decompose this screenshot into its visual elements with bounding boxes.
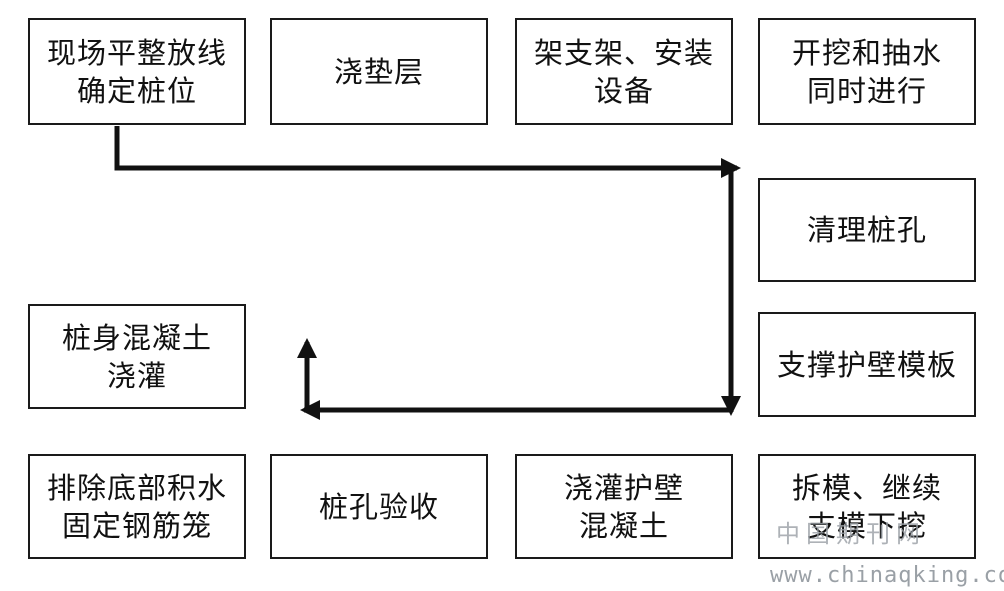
step-pour-pile-concrete-line-1: 桩身混凝土 [61,320,212,355]
step-site-leveling-line-2: 确定桩位 [76,73,197,108]
step-drain-fix-cage-line-2: 固定钢筋笼 [61,508,212,543]
step-clean-pile-hole-box: 清理桩孔 [758,178,976,282]
step-remove-formwork-box: 拆模、继续 支模下挖 [758,454,976,559]
watermark-chinese: 中国期刊网 [776,520,926,548]
watermark-url: www.chinaqking.com [770,563,1004,588]
step-remove-formwork-line-2: 支模下挖 [806,508,927,543]
arrow-s1-to-right [114,126,741,178]
step-install-equipment-line-2: 设备 [593,73,654,108]
step-remove-formwork-line-1: 拆模、继续 [791,470,942,505]
step-pour-wall-concrete-box: 浇灌护壁 混凝土 [515,454,733,559]
step-site-leveling-box: 现场平整放线 确定桩位 [28,18,246,125]
step-site-leveling-line-1: 现场平整放线 [46,35,227,70]
step-hole-inspection-box: 桩孔验收 [270,454,488,559]
step-drain-fix-cage-box: 排除底部积水 固定钢筋笼 [28,454,246,559]
step-pour-wall-concrete-line-1: 浇灌护壁 [563,470,684,505]
step-support-formwork-line-1: 支撑护壁模板 [776,347,957,382]
step-support-formwork-box: 支撑护壁模板 [758,312,976,417]
step-install-equipment-line-1: 架支架、安装 [533,35,714,70]
step-pour-pile-concrete-line-2: 浇灌 [106,358,167,393]
step-cushion-layer-box: 浇垫层 [270,18,488,125]
step-clean-pile-hole-line-1: 清理桩孔 [806,213,927,247]
step-cushion-layer-line-1: 浇垫层 [333,54,424,89]
step-excavate-pump-line-2: 同时进行 [806,73,927,108]
step-pour-wall-concrete-line-2: 混凝土 [578,508,669,543]
step-drain-fix-cage-line-1: 排除底部积水 [46,470,227,505]
step-excavate-pump-box: 开挖和抽水 同时进行 [758,18,976,125]
step-hole-inspection-line-1: 桩孔验收 [318,489,439,524]
step-pour-pile-concrete-box: 桩身混凝土 浇灌 [28,304,246,409]
step-excavate-pump-line-1: 开挖和抽水 [791,35,942,70]
step-install-equipment-box: 架支架、安装 设备 [515,18,733,125]
